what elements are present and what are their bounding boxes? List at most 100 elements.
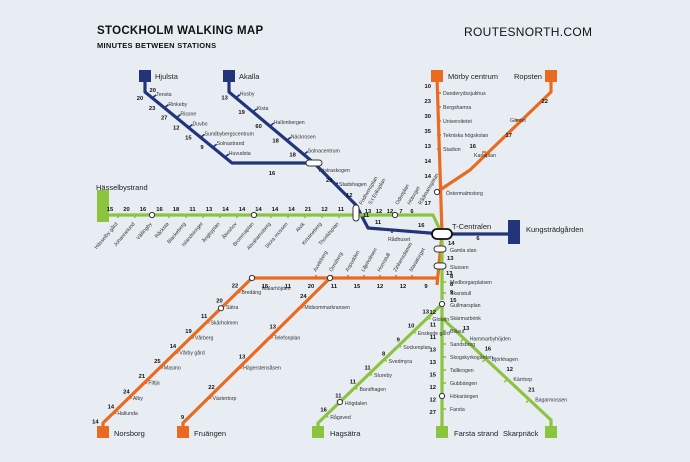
tick-hag-4 [368, 373, 373, 376]
min-hj-4: 15 [185, 135, 192, 141]
min-rsw-4: 11 [331, 284, 338, 290]
min-far-4: 13 [430, 360, 437, 366]
min-ge-4: 6 [410, 209, 414, 215]
min-gw-8: 14 [239, 207, 246, 213]
min-fru-4: 9 [181, 415, 185, 421]
tick-hag-5 [354, 387, 358, 390]
station-malarhojden: Mälarhöjden [262, 286, 291, 292]
station-far-0: Skärmarbrink [450, 316, 481, 322]
node-satra [217, 305, 225, 312]
term-hasselby-b-box [97, 200, 109, 212]
term-farsta-box [436, 426, 448, 438]
station-far-6: Hökarängen [450, 394, 478, 400]
min-rsw-6: 11 [285, 284, 292, 290]
term-skarpnack-label: Skarpnäck [503, 429, 539, 438]
min-rsw-5: 20 [308, 284, 314, 290]
station-hag-5: Bandhagen [359, 387, 386, 393]
min-sk-2: 12 [507, 367, 513, 373]
min-rn-4: 13 [425, 144, 432, 150]
term-skarpnack-box [545, 426, 557, 438]
term-akalla-label: Akalla [239, 72, 260, 81]
min-ak-2: 60 [255, 124, 261, 130]
min-sk-0: 13 [463, 326, 470, 332]
interchange-slussen [433, 262, 447, 270]
station-hag-2: Sockenplan [403, 345, 430, 351]
station-far-2: Sandsborg [450, 342, 475, 348]
station-rn-1: Bergshamra [443, 105, 471, 111]
min-far-1: 11 [430, 323, 437, 329]
term-hasselby-box [97, 210, 109, 222]
tick-hj-4 [200, 133, 206, 139]
station-gw-6: Ängbyplan [200, 221, 221, 244]
station-gardet: Gärdet [510, 118, 526, 124]
min-ge-0: 13 [365, 209, 372, 215]
station-rsw-4: Aspudden [345, 250, 362, 273]
min-gw-1: 20 [123, 207, 129, 213]
min-hj-1: 23 [149, 106, 156, 112]
station-ak-3: Näckrosen [291, 134, 316, 140]
min-sk-1: 16 [485, 347, 492, 353]
station-far-5: Gubbängen [450, 381, 477, 387]
station-nor-7: Alby [133, 396, 143, 402]
min-fru-0: 24 [300, 294, 307, 300]
tick-hj-1 [163, 104, 169, 109]
station-hag-4: Stureby [374, 373, 392, 379]
station-fru-2: Hägerstensåsen [243, 365, 281, 372]
min-hj-5: 9 [200, 145, 204, 151]
min-ak-1: 19 [238, 110, 245, 116]
term-ropsten-label: Ropsten [514, 72, 542, 81]
min-gw-5: 11 [189, 207, 196, 213]
min-hag-5: 11 [350, 380, 357, 386]
tick-sk-1 [482, 358, 487, 363]
station-hj-6: Huvudsta [229, 151, 251, 157]
node-malarhojden [248, 274, 256, 282]
min-nor-8: 14 [108, 404, 115, 410]
term-hjulsta-box [139, 70, 151, 82]
min-gw-11: 14 [288, 207, 295, 213]
min-nor-7: 24 [123, 389, 130, 395]
line-norsborg [101, 276, 254, 432]
station-nor-5: Masmo [164, 366, 181, 372]
brand-link[interactable]: ROUTESNORTH.COM [464, 25, 593, 39]
station-sk-2: Kärrtorp [513, 377, 532, 383]
min-ge-1: 12 [376, 209, 382, 215]
min-nor-1: 20 [216, 299, 222, 305]
tick-nor-5 [158, 366, 164, 370]
interchange-vastraskogen [305, 159, 323, 167]
node-hokarangen [438, 392, 446, 400]
node-liljeholmen [326, 274, 334, 282]
tick-nor-0 [236, 291, 241, 294]
min-gw-0: 15 [107, 207, 114, 213]
map-title: STOCKHOLM WALKING MAP [97, 25, 264, 37]
station-hj-5: Solnastrand [217, 141, 245, 147]
min-rop-0: 22 [542, 99, 548, 105]
tick-ak-4 [303, 150, 309, 156]
term-kungstradgarden-label: Kungsträdgården [526, 225, 584, 234]
tick-hj-2 [175, 113, 181, 119]
interchange-gamla-stan [433, 245, 447, 253]
min-far-3: 13 [430, 348, 437, 354]
min-rsw-0: 9 [424, 284, 428, 290]
tick-ak-3 [286, 136, 292, 141]
min-ak-3: 18 [272, 138, 279, 144]
map-subtitle: MINUTES BETWEEN STATIONS [97, 41, 217, 50]
line-hagsatra [316, 302, 444, 432]
min-rsw-7: 15 [262, 284, 269, 290]
station-karlaplan: Karlaplan [474, 153, 496, 159]
tick-nor-6 [143, 381, 148, 385]
tick-nor-2 [205, 321, 210, 325]
min-nor-3: 19 [185, 329, 192, 335]
term-fruangen-label: Fruängen [194, 429, 226, 438]
min-blue-3: 16 [418, 223, 425, 229]
station-hj-4: Sundbybergscentrum [205, 131, 254, 137]
station-radhuset: Rådhuset [388, 236, 411, 243]
tick-ak-2 [269, 122, 275, 127]
station-gw-2: Vällingby [135, 221, 153, 241]
min-tcs-2: 13 [446, 271, 453, 277]
min-gw-12: 21 [305, 207, 312, 213]
station-slussen: Slussen [450, 265, 469, 271]
min-rn-2: 30 [425, 114, 431, 120]
min-ak-0: 13 [221, 96, 228, 102]
min-gw-2: 16 [140, 207, 147, 213]
